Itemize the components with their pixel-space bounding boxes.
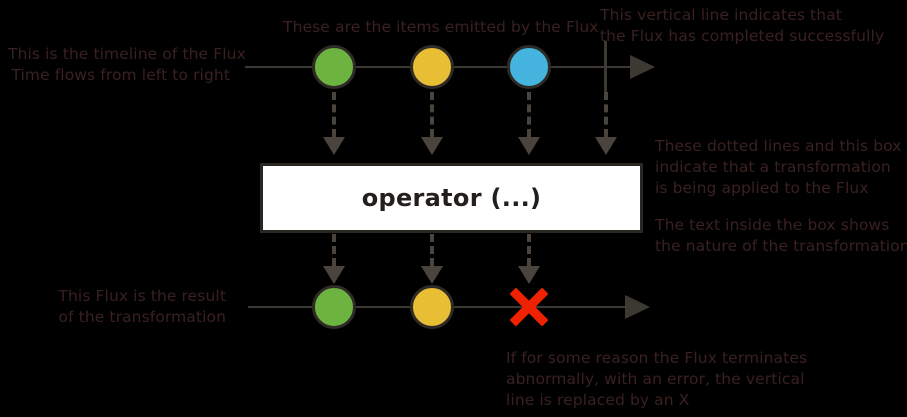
- annotation-completion-line: This vertical line indicates that the Fl…: [600, 6, 885, 45]
- dashed-line-green-in: [332, 92, 336, 137]
- dashed-arrowhead-yellow-in: [421, 137, 443, 155]
- annotation-box-text-meaning: The text inside the box shows the nature…: [655, 216, 907, 255]
- dashed-arrowhead-error-out: [518, 266, 540, 284]
- dashed-line-blue-in: [527, 92, 531, 137]
- dashed-line-yellow-out: [430, 234, 434, 266]
- marble-blue-source[interactable]: [507, 45, 551, 89]
- dashed-line-green-out: [332, 234, 336, 266]
- dashed-arrowhead-yellow-out: [421, 266, 443, 284]
- dashed-arrowhead-green-out: [323, 266, 345, 284]
- dashed-arrowhead-blue-in: [518, 137, 540, 155]
- result-timeline-arrowhead: [625, 295, 650, 319]
- dashed-line-error-out: [527, 234, 531, 266]
- error-x-icon: [506, 284, 552, 330]
- marble-green-result[interactable]: [312, 285, 356, 329]
- dashed-arrowhead-green-in: [323, 137, 345, 155]
- annotation-items-emitted: These are the items emitted by the Flux: [283, 18, 599, 36]
- marble-green-source[interactable]: [312, 45, 356, 89]
- marble-yellow-source[interactable]: [410, 45, 454, 89]
- dashed-arrowhead-complete-in: [595, 137, 617, 155]
- source-timeline-arrowhead: [630, 55, 655, 79]
- completion-line: [604, 41, 607, 93]
- operator-box[interactable]: operator (...): [260, 163, 643, 233]
- dashed-line-complete-in: [604, 92, 608, 137]
- operator-label: operator (...): [361, 184, 542, 212]
- annotation-result-timeline: This Flux is the result of the transform…: [58, 287, 226, 326]
- annotation-error-note: If for some reason the Flux terminates a…: [506, 349, 808, 409]
- annotation-source-timeline: This is the timeline of the Flux Time fl…: [8, 45, 246, 84]
- annotation-transformation: These dotted lines and this box indicate…: [655, 137, 902, 197]
- marble-yellow-result[interactable]: [410, 285, 454, 329]
- dashed-line-yellow-in: [430, 92, 434, 137]
